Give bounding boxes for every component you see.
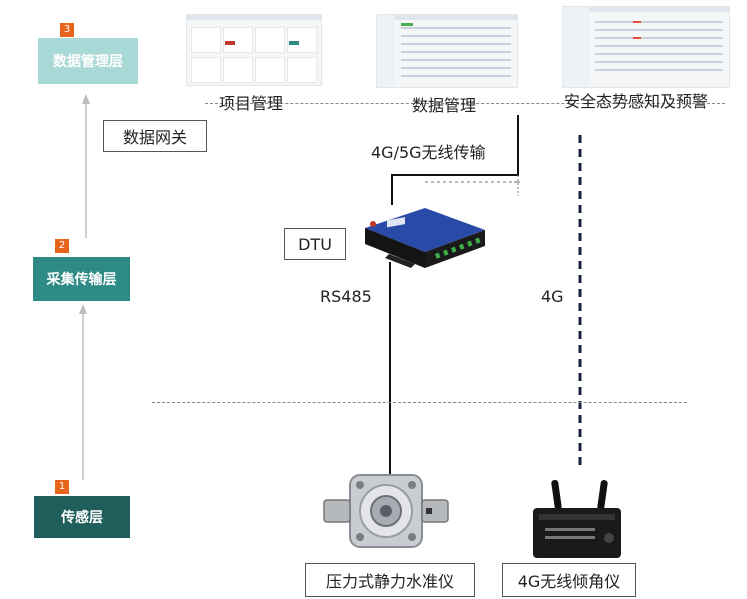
- 4g-label: 4G: [541, 287, 564, 306]
- wireless-transmission-label: 4G/5G无线传输: [371, 143, 486, 162]
- data-gateway-label: 数据网关: [103, 120, 207, 152]
- tilt-meter-device-image: [533, 479, 621, 558]
- sensing-separator: [152, 402, 687, 403]
- safety-warning-label: 安全态势感知及预警: [564, 92, 709, 111]
- dtu-device-image: [365, 208, 485, 268]
- layer-1-badge: 1: [55, 480, 69, 494]
- pressure-level-label: 压力式静力水准仪: [305, 563, 475, 597]
- rs485-label: RS485: [320, 287, 372, 306]
- data-management-label: 数据管理: [412, 96, 477, 115]
- tilt-meter-label: 4G无线倾角仪: [502, 563, 636, 597]
- safety-warning-screenshot[interactable]: [562, 6, 730, 88]
- layer-2-badge: 2: [55, 239, 69, 253]
- platform-separator: [205, 103, 725, 104]
- layer-3-badge: 3: [60, 23, 74, 37]
- data-management-layer: 数据管理层: [38, 38, 138, 84]
- dtu-uplink-line: [391, 115, 519, 205]
- data-management-screenshot[interactable]: [376, 14, 518, 88]
- project-management-label: 项目管理: [219, 94, 284, 113]
- project-management-screenshot[interactable]: [186, 14, 322, 86]
- dtu-label: DTU: [284, 228, 346, 260]
- pressure-level-device-image: [323, 474, 449, 548]
- sensing-layer: 传感层: [34, 496, 130, 538]
- transmission-layer: 采集传输层: [33, 257, 130, 301]
